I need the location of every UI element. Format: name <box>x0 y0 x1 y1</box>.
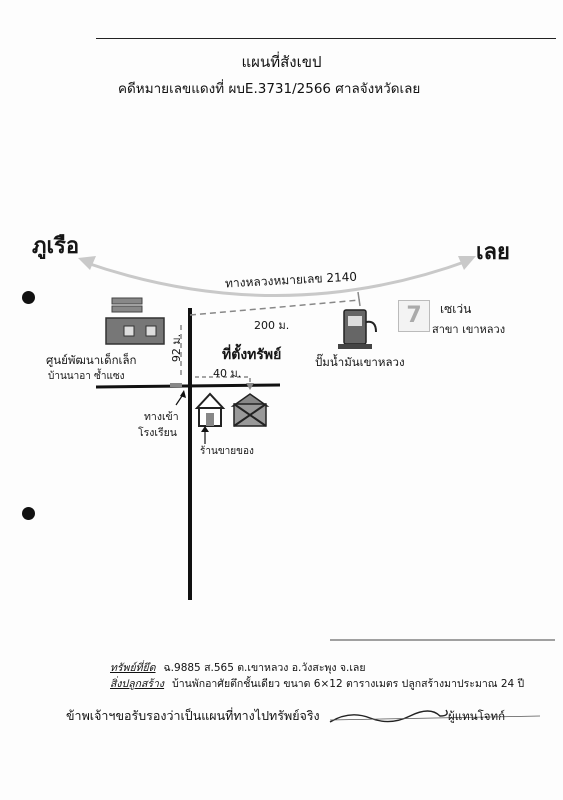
shop-box-icon <box>230 393 270 427</box>
seven-eleven-logo: 7 <box>398 300 430 332</box>
seven-eleven-label: เซเว่น <box>440 302 472 316</box>
school-entry-label: ทางเข้า <box>144 411 179 423</box>
arrow-40m-icon <box>246 383 254 390</box>
punch-hole-top <box>22 291 35 304</box>
distance-92m: 92 ม. <box>170 333 184 363</box>
punch-hole-bottom <box>22 507 35 520</box>
map-title: แผนที่สังเขป <box>241 53 322 71</box>
arrow-left-icon <box>78 256 96 270</box>
asset-line: ทรัพย์ที่ยึด ฉ.9885 ส.565 ต.เขาหลวง อ.วัง… <box>110 659 366 676</box>
building-value: บ้านพักอาศัยตึกชั้นเดียว ขนาด 6×12 ตาราง… <box>172 678 525 690</box>
highway-arc <box>83 258 471 297</box>
signer-title: ผู้แทนโจทก์ <box>448 709 506 723</box>
case-number-line: คดีหมายเลขแดงที่ ผบE.3731/2566 ศาลจังหวั… <box>118 81 421 97</box>
child-center-sublabel: บ้านนาอา ซ้ำแซง <box>48 371 125 382</box>
top-rule <box>96 38 556 39</box>
property-house-icon <box>194 392 226 427</box>
building-line: สิ่งปลูกสร้าง บ้านพักอาศัยตึกชั้นเดียว ขน… <box>110 675 524 692</box>
gas-station-label: ปั๊มน้ำมันเขาหลวง <box>315 355 405 369</box>
distance-200m: 200 ม. <box>254 319 290 332</box>
child-center-building-icon <box>105 297 165 345</box>
shop-label: ร้านขายของ <box>200 446 254 457</box>
direction-label-loei: เลย <box>476 240 510 265</box>
seven-eleven-branch: สาขา เขาหลวง <box>432 323 506 336</box>
asset-label: ทรัพย์ที่ยึด <box>110 662 156 674</box>
signature <box>329 709 448 723</box>
building-label: สิ่งปลูกสร้าง <box>110 678 165 690</box>
property-location-label: ที่ตั้งทรัพย์ <box>222 347 282 363</box>
school-entry-sublabel: โรงเรียน <box>138 427 177 439</box>
path-200m <box>189 299 361 316</box>
asset-value: ฉ.9885 ส.565 ต.เขาหลวง อ.วังสะพุง จ.เลย <box>163 662 366 674</box>
gas-pump-icon <box>338 309 377 349</box>
tick-200m <box>357 291 361 307</box>
certification-text: ข้าพเจ้าฯขอรับรองว่าเป็นแผนที่ทางไปทรัพย… <box>66 708 320 723</box>
direction-label-phu-ruea: ภูเรือ <box>32 234 80 259</box>
distance-40m: 40 ม. <box>213 367 242 380</box>
arrow-right-icon <box>458 256 476 270</box>
child-center-label: ศูนย์พัฒนาเด็กเล็ก <box>46 353 137 367</box>
